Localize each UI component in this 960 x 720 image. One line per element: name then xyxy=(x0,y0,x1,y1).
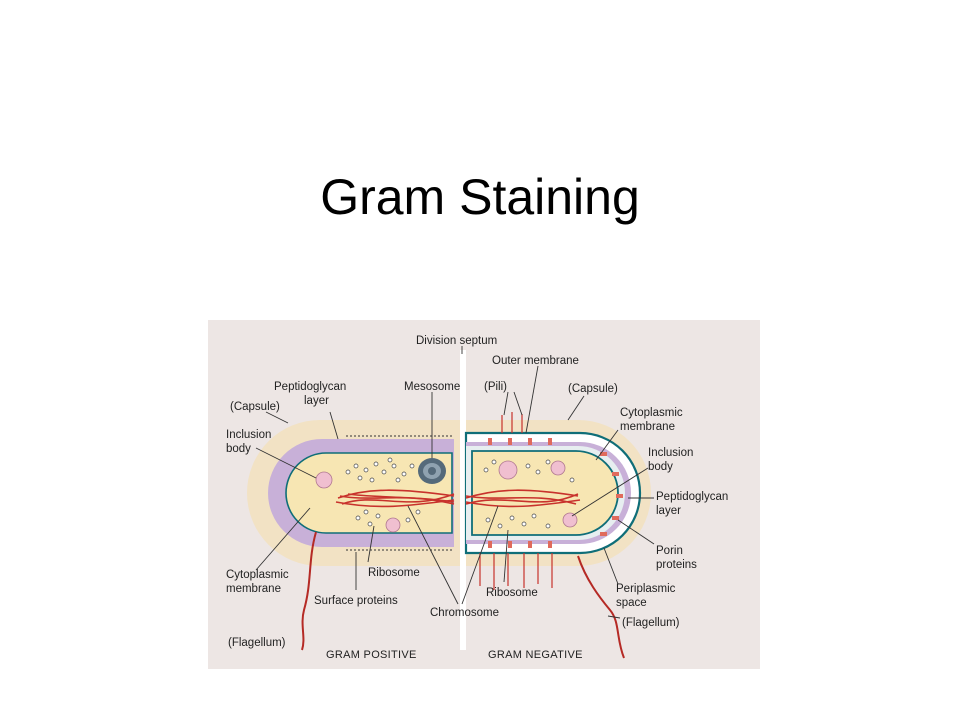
leader-lines xyxy=(255,346,655,619)
pili xyxy=(479,412,553,590)
gram-negative-cell xyxy=(464,412,651,659)
label-peptidoglycan-right-1: Peptidoglycan xyxy=(656,491,728,503)
label-ribosome-left: Ribosome xyxy=(368,567,420,579)
label-flagellum-left: (Flagellum) xyxy=(228,637,286,649)
flagellum-left xyxy=(301,531,317,651)
inclusion-body-right-2 xyxy=(562,512,578,528)
porin-proteins-marks xyxy=(488,438,623,548)
label-gram-negative: GRAM NEGATIVE xyxy=(488,649,583,661)
flagellum-right xyxy=(577,555,625,659)
chromosome-left xyxy=(335,489,455,508)
label-division-septum: Division septum xyxy=(416,335,497,347)
label-cytoplasmic-membrane-left-1: Cytoplasmic xyxy=(226,569,289,581)
label-surface-proteins: Surface proteins xyxy=(314,595,398,607)
label-outer-membrane: Outer membrane xyxy=(492,355,579,367)
inclusion-body-right-3 xyxy=(550,460,566,476)
label-capsule-right: (Capsule) xyxy=(568,383,618,395)
label-cytoplasmic-membrane-right-2: membrane xyxy=(620,421,675,433)
chromosome-right xyxy=(465,489,581,508)
inclusion-body-left xyxy=(315,471,333,489)
label-gram-positive: GRAM POSITIVE xyxy=(326,649,417,661)
label-mesosome: Mesosome xyxy=(404,381,460,393)
label-periplasmic-1: Periplasmic xyxy=(616,583,676,595)
label-capsule-left: (Capsule) xyxy=(230,401,280,413)
label-cytoplasmic-membrane-right-1: Cytoplasmic xyxy=(620,407,683,419)
label-cytoplasmic-membrane-left-2: membrane xyxy=(226,583,281,595)
surface-proteins-marks xyxy=(346,435,452,551)
division-septum xyxy=(460,350,466,650)
ribosomes-left xyxy=(345,457,421,527)
label-peptidoglycan-right-2: layer xyxy=(656,505,681,517)
cell-structure-diagram: Division septum Outer membrane (Pili) (C… xyxy=(208,320,760,669)
ribosomes-right xyxy=(483,459,575,529)
label-inclusion-body-left-2: body xyxy=(226,443,251,455)
label-ribosome-right: Ribosome xyxy=(486,587,538,599)
label-peptidoglycan-left-2: layer xyxy=(304,395,329,407)
label-inclusion-body-right-1: Inclusion xyxy=(648,447,693,459)
inclusion-body-left-2 xyxy=(385,517,401,533)
label-inclusion-body-right-2: body xyxy=(648,461,673,473)
label-porin-2: proteins xyxy=(656,559,697,571)
label-inclusion-body-left-1: Inclusion xyxy=(226,429,271,441)
mesosome xyxy=(418,458,446,484)
inclusion-body-right xyxy=(498,460,518,480)
slide-title: Gram Staining xyxy=(320,169,640,225)
label-periplasmic-2: space xyxy=(616,597,647,609)
label-chromosome: Chromosome xyxy=(430,607,499,619)
diagram-svg: Division septum Outer membrane (Pili) (C… xyxy=(208,320,760,669)
label-flagellum-right: (Flagellum) xyxy=(622,617,680,629)
label-pili: (Pili) xyxy=(484,381,507,393)
label-peptidoglycan-left-1: Peptidoglycan xyxy=(274,381,346,393)
gram-positive-cell xyxy=(247,420,460,651)
labels: Division septum Outer membrane (Pili) (C… xyxy=(226,335,728,661)
label-porin-1: Porin xyxy=(656,545,683,557)
